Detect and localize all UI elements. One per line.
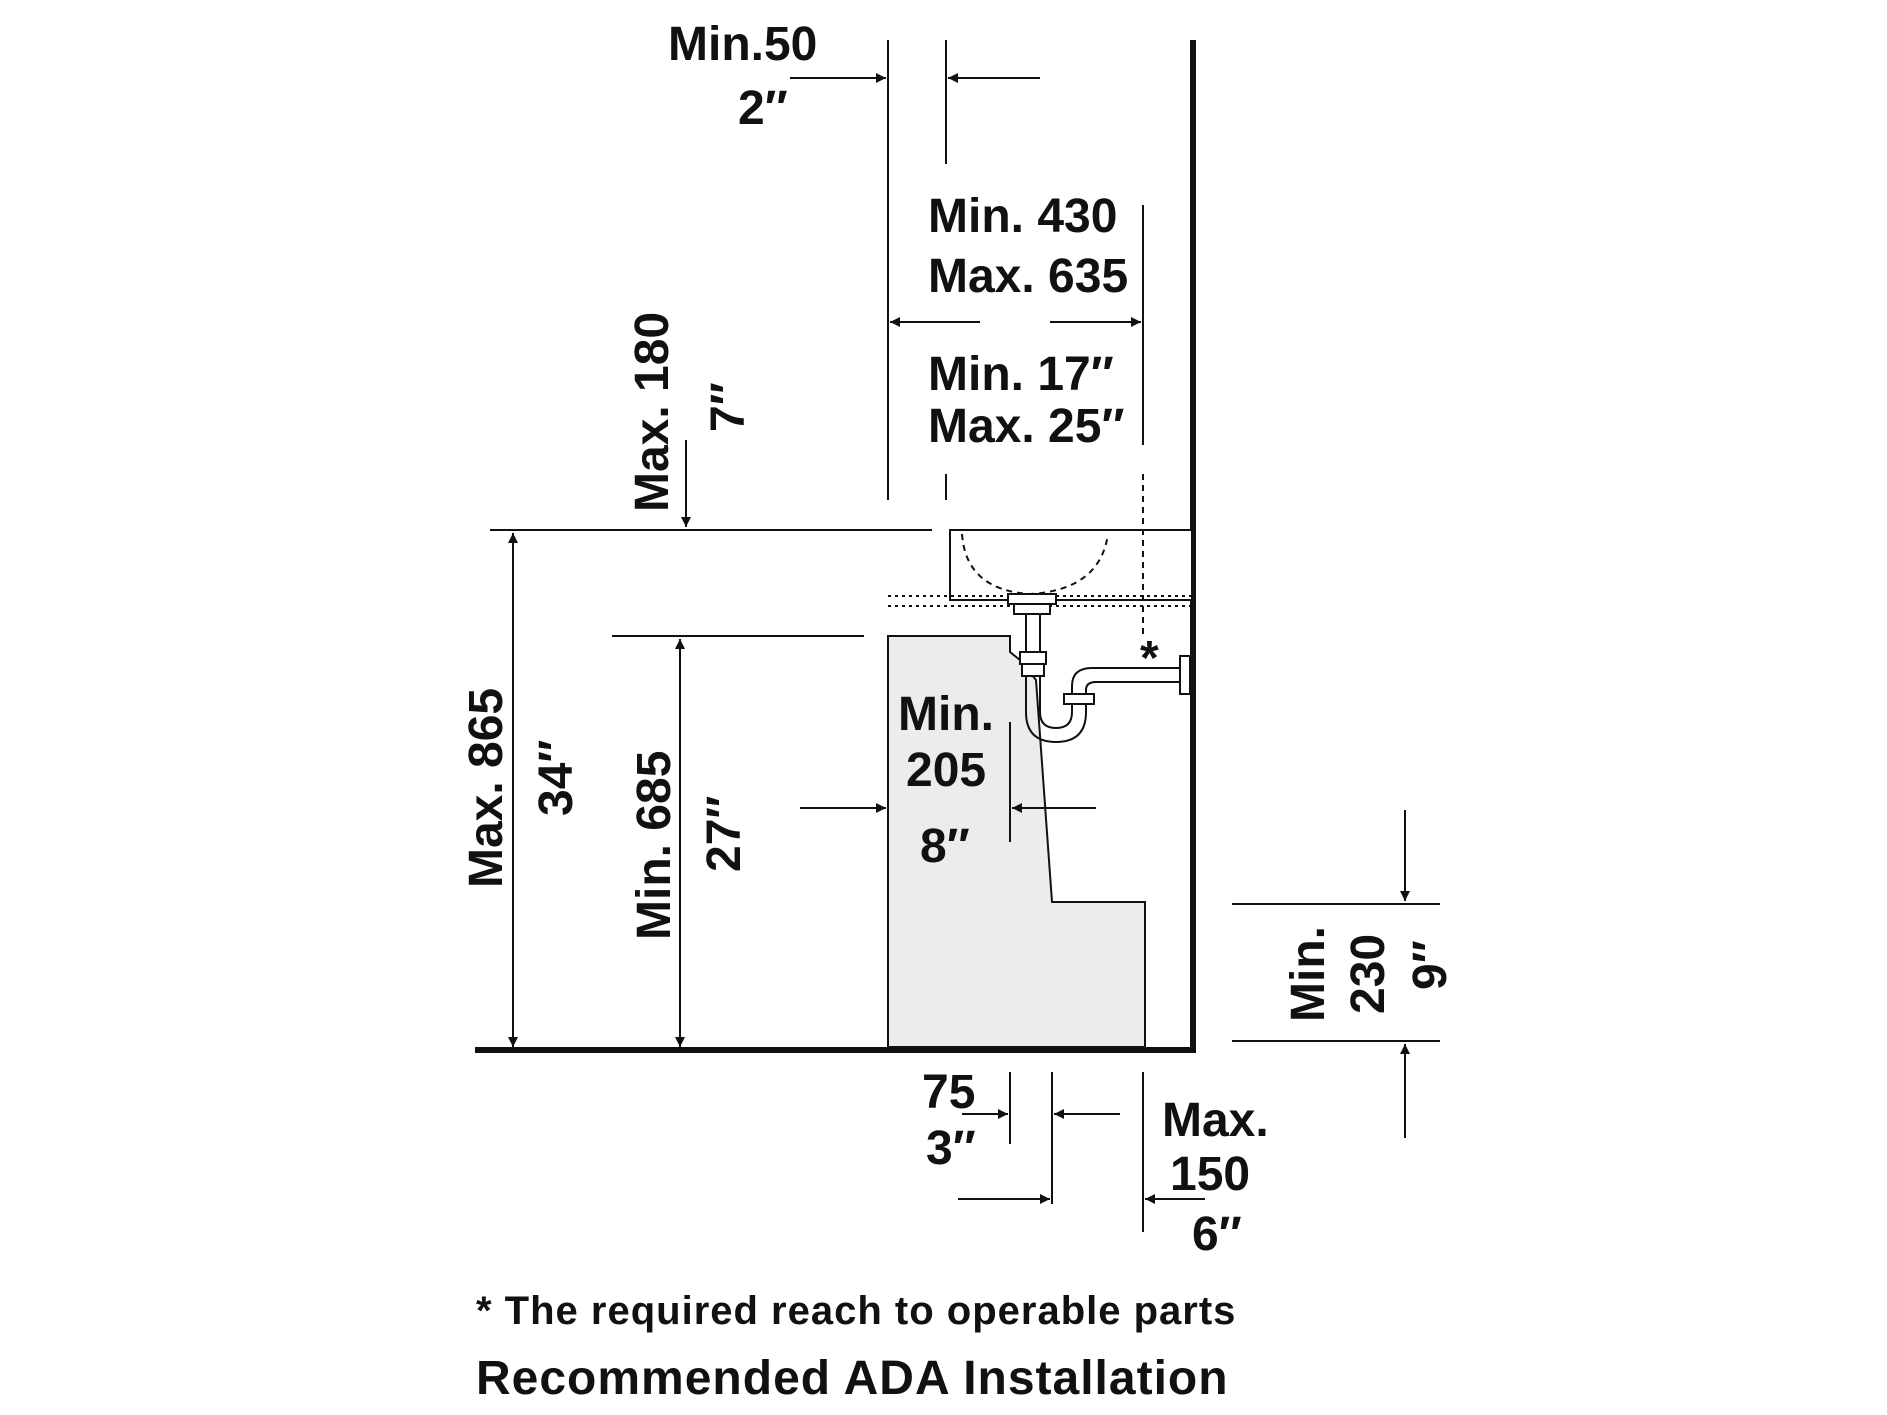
label-depth-min-in: Min. 17″ <box>928 348 1114 401</box>
label-depth-max-in: Max. 25″ <box>928 400 1124 453</box>
label-min230-in: 9″ <box>1404 940 1457 990</box>
label-75-mm: 75 <box>922 1066 975 1119</box>
label-max865-in: 34″ <box>530 740 583 816</box>
sink-basin <box>949 529 1193 601</box>
label-depth-max-mm: Max. 635 <box>928 250 1128 303</box>
footnote: * The required reach to operable parts <box>476 1289 1236 1333</box>
extension-lines <box>490 40 1440 1232</box>
label-min50-mm: Min.50 <box>668 18 817 71</box>
label-min230-mm: 230 <box>1342 934 1395 1014</box>
label-max180-mm: Max. 180 <box>626 312 679 512</box>
label-min205-word: Min. <box>898 688 994 741</box>
label-max150-mm: 150 <box>1170 1148 1250 1201</box>
label-max150-in: 6″ <box>1192 1208 1242 1261</box>
label-depth-min-mm: Min. 430 <box>928 190 1117 243</box>
label-max865-mm: Max. 865 <box>460 688 513 888</box>
dimension-arrows <box>508 73 1410 1204</box>
label-min50-in: 2″ <box>738 82 788 135</box>
asterisk-mark: * <box>1140 632 1159 685</box>
label-min205-mm: 205 <box>906 744 986 797</box>
knee-clearance-area <box>887 635 1146 1048</box>
label-min685-in: 27″ <box>698 796 751 872</box>
label-min230-word: Min. <box>1282 926 1335 1022</box>
label-75-in: 3″ <box>926 1122 976 1175</box>
p-trap <box>1007 593 1191 744</box>
label-min685-mm: Min. 685 <box>628 751 681 940</box>
label-max150-word: Max. <box>1162 1094 1269 1147</box>
diagram-title: Recommended ADA Installation <box>476 1352 1229 1405</box>
label-max180-in: 7″ <box>702 382 755 432</box>
label-min205-in: 8″ <box>920 820 970 873</box>
